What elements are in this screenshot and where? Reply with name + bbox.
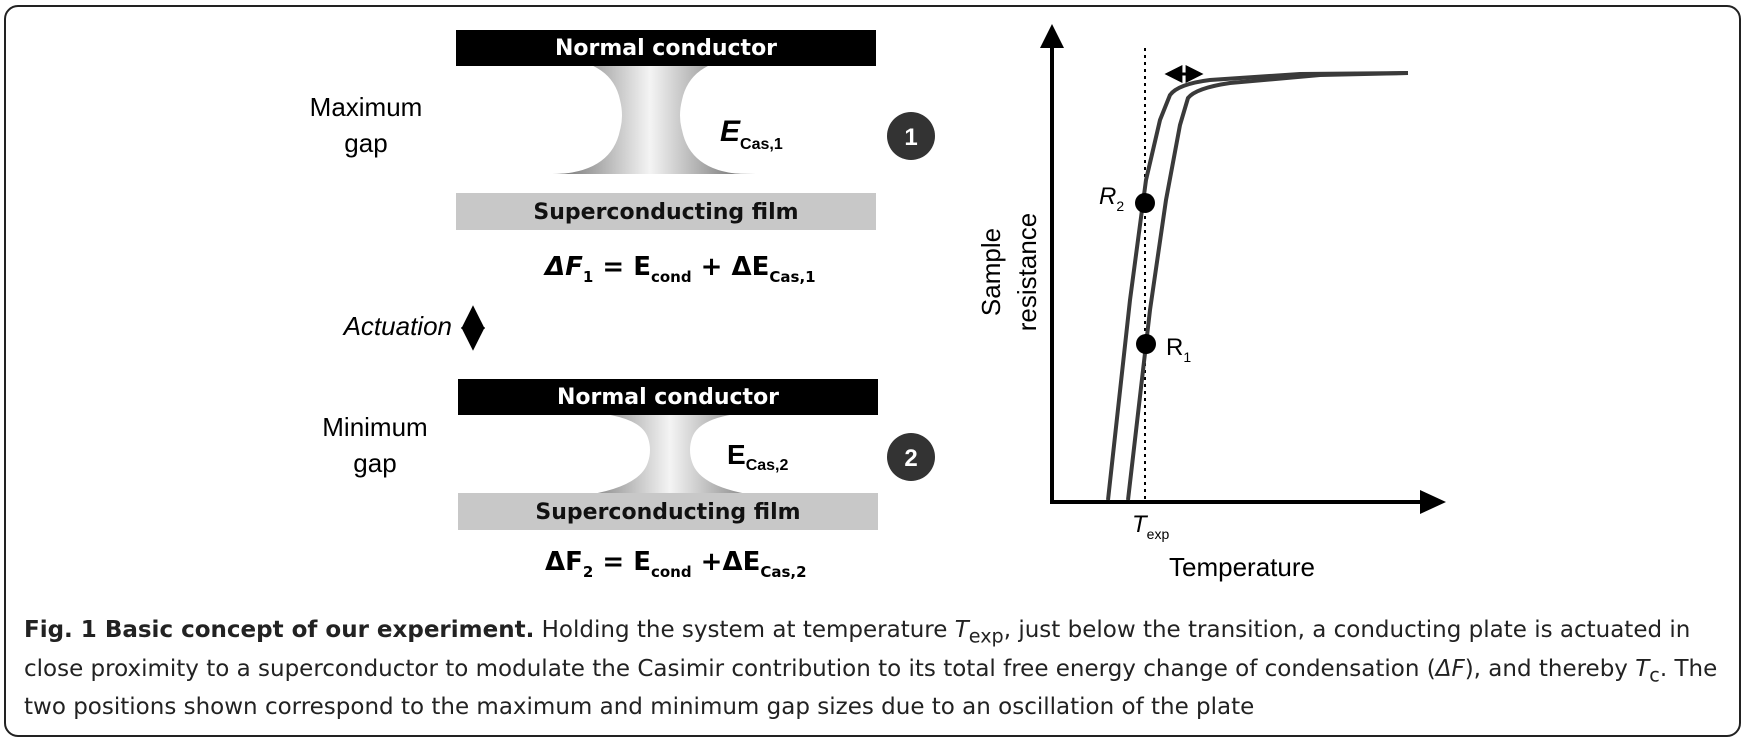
figure-frame xyxy=(4,5,1741,737)
label-r2: R2 xyxy=(1099,183,1124,214)
y-axis-arrow-icon xyxy=(1040,24,1064,48)
y-axis-label-line2: resistance xyxy=(1012,213,1042,332)
badge-1-label: 1 xyxy=(904,124,917,151)
caption-text-3: ), and thereby xyxy=(1464,655,1636,682)
badge-2-label: 2 xyxy=(904,445,917,472)
caption-text-4: . The two positions shown correspond to … xyxy=(24,655,1718,721)
equation-2: ΔF2 = Econd +ΔECas,2 xyxy=(545,547,807,581)
energy-label-2: ECas,2 xyxy=(727,439,788,474)
gap-label-min-line2: gap xyxy=(353,448,396,478)
actuation: Actuation xyxy=(342,305,485,351)
figure-caption: Fig. 1 Basic concept of our experiment. … xyxy=(24,614,1724,724)
normal-conductor-plate-2 xyxy=(458,379,878,415)
badge-2 xyxy=(887,433,935,481)
normal-conductor-label-2: Normal conductor xyxy=(557,385,779,410)
caption-t: T xyxy=(954,617,969,643)
gap-label-max-line1: Maximum xyxy=(310,92,423,122)
superconducting-film-label-2: Superconducting film xyxy=(535,500,800,525)
superconducting-film-label-1: Superconducting film xyxy=(533,200,798,225)
caption-t-sub: exp xyxy=(968,624,1004,648)
x-axis-label: Temperature xyxy=(1169,552,1315,582)
gap-label-max-line2: gap xyxy=(344,128,387,158)
superconducting-film-2 xyxy=(458,493,878,530)
equation-1: ΔF1 = Econd + ΔECas,1 xyxy=(543,252,816,286)
point-r2 xyxy=(1135,193,1155,213)
panel-min-gap: Normal conductor Superconducting film Mi… xyxy=(322,379,935,581)
point-r1 xyxy=(1136,334,1156,354)
panel-max-gap: Normal conductor Superconducting film Ma… xyxy=(310,30,935,286)
transition-curve-left xyxy=(1106,71,1409,501)
caption-delta-f: ΔF xyxy=(1435,655,1465,682)
resistance-plot: R2 R1 Texp Temperature Sample resistance xyxy=(976,24,1446,582)
normal-conductor-label-1: Normal conductor xyxy=(555,36,777,61)
caption-title: Fig. 1 Basic concept of our experiment. xyxy=(24,617,535,643)
caption-tc: T xyxy=(1635,655,1650,682)
transition-curve-right xyxy=(1126,71,1409,501)
badge-1 xyxy=(887,112,935,160)
gap-label-min-line1: Minimum xyxy=(322,412,427,442)
casimir-neck-2-shape xyxy=(580,412,760,496)
casimir-neck-1-shape xyxy=(560,58,740,174)
caption-text-1: Holding the system at temperature xyxy=(534,617,955,643)
normal-conductor-plate-1 xyxy=(456,30,876,66)
superconducting-film-1 xyxy=(456,193,876,230)
actuation-label: Actuation xyxy=(342,311,452,341)
caption-tc-sub: c xyxy=(1649,663,1660,687)
x-axis-arrow-icon xyxy=(1420,490,1446,514)
energy-label-1: ECas,1 xyxy=(720,115,783,153)
y-axis-label-line1: Sample xyxy=(976,228,1006,316)
caption-text-2: , just below the transition, a conductin… xyxy=(24,617,1691,682)
label-r1: R1 xyxy=(1166,334,1191,365)
label-texp: Texp xyxy=(1132,511,1169,542)
